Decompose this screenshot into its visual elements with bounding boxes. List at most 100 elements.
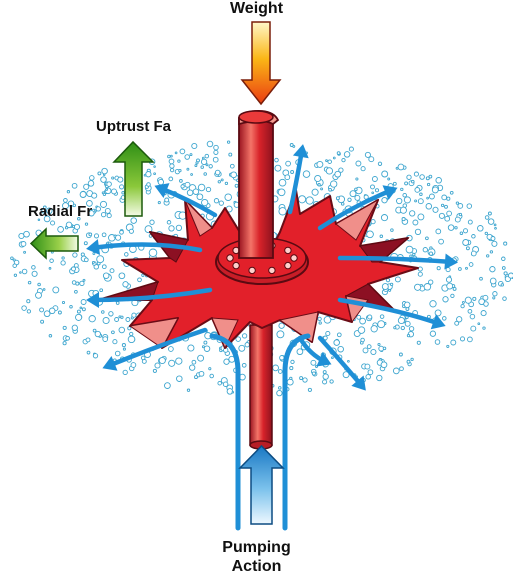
- bubble: [483, 301, 489, 307]
- bubble: [464, 296, 472, 304]
- bubble: [174, 151, 178, 155]
- bubble: [438, 238, 444, 245]
- bubble: [88, 210, 95, 217]
- bubble: [290, 170, 295, 174]
- bubble: [479, 276, 483, 281]
- bubble: [83, 241, 88, 246]
- bubble: [296, 348, 304, 356]
- bubble: [367, 369, 374, 376]
- bubble: [274, 157, 279, 163]
- bubble: [101, 191, 105, 195]
- bubble: [457, 203, 464, 209]
- bubble: [217, 180, 221, 184]
- bubble: [484, 231, 488, 236]
- flow-arrow: [89, 242, 203, 253]
- flow-arrow-head: [292, 144, 309, 159]
- bubble: [467, 336, 473, 343]
- bubble: [330, 180, 338, 188]
- bubble: [491, 240, 498, 247]
- bubble: [124, 252, 129, 257]
- bubble: [465, 246, 470, 251]
- bubble: [79, 306, 83, 310]
- bubble: [376, 374, 383, 382]
- bubble: [338, 167, 344, 173]
- bubble: [400, 187, 404, 192]
- bubble: [71, 182, 78, 189]
- bubble: [128, 228, 134, 234]
- bubble: [429, 300, 437, 308]
- bubble: [72, 252, 78, 258]
- bubble: [377, 342, 381, 347]
- bubble: [153, 172, 156, 176]
- bubble: [224, 193, 232, 201]
- flange-bolt: [232, 261, 240, 270]
- bubble: [327, 159, 332, 164]
- bubble: [115, 234, 122, 241]
- bubble: [332, 156, 336, 160]
- bubble: [454, 226, 458, 230]
- bubble: [289, 366, 294, 371]
- bubble: [429, 246, 433, 250]
- bubble: [74, 289, 78, 294]
- bubble: [179, 179, 183, 183]
- bubble: [492, 291, 498, 297]
- bubble: [379, 314, 385, 319]
- bubble: [359, 317, 366, 325]
- bubble: [507, 272, 513, 279]
- bubble: [278, 207, 287, 216]
- bubble: [203, 172, 207, 176]
- bubble: [82, 278, 86, 282]
- bubble: [450, 293, 455, 299]
- bubble: [152, 368, 157, 373]
- bubble: [454, 320, 460, 326]
- bubble: [417, 271, 423, 277]
- bubble: [429, 330, 437, 337]
- bubble: [446, 282, 454, 290]
- bubble: [69, 304, 73, 309]
- bubble: [447, 224, 455, 231]
- bubble: [27, 280, 32, 285]
- bubble: [206, 140, 214, 148]
- bubble: [435, 177, 442, 184]
- bubble: [218, 200, 224, 206]
- bubble: [397, 163, 405, 171]
- bubble: [66, 190, 71, 194]
- bubble: [118, 272, 126, 280]
- bubble: [336, 151, 341, 155]
- bubble: [381, 170, 389, 178]
- bubble: [18, 232, 25, 240]
- bubble: [200, 165, 204, 169]
- bubble: [146, 182, 151, 187]
- bubble: [311, 188, 319, 196]
- bubble: [61, 256, 65, 260]
- bubble: [337, 345, 344, 353]
- bubble: [341, 157, 346, 163]
- bubble: [96, 255, 105, 264]
- bubble: [450, 339, 457, 346]
- bubble: [428, 251, 434, 256]
- bubble: [365, 374, 371, 380]
- bubble: [307, 387, 312, 392]
- bubble: [48, 267, 52, 270]
- bubble: [462, 228, 469, 234]
- bubble: [435, 228, 442, 235]
- bubble: [114, 350, 121, 357]
- bubble: [169, 163, 175, 169]
- bubble: [209, 373, 214, 379]
- bubble: [490, 236, 496, 241]
- bubble: [434, 339, 441, 345]
- bubble: [456, 316, 463, 323]
- bubble: [86, 200, 93, 207]
- bubble: [97, 171, 102, 176]
- bubble: [482, 326, 486, 330]
- bubble: [414, 187, 421, 193]
- bubble: [119, 184, 125, 190]
- bubble: [186, 189, 194, 196]
- bubble: [169, 167, 175, 173]
- bubble: [399, 366, 404, 372]
- bubble: [368, 156, 375, 163]
- bubble: [191, 142, 198, 150]
- bubble: [83, 257, 89, 263]
- bubble: [75, 313, 83, 321]
- bubble: [168, 346, 174, 352]
